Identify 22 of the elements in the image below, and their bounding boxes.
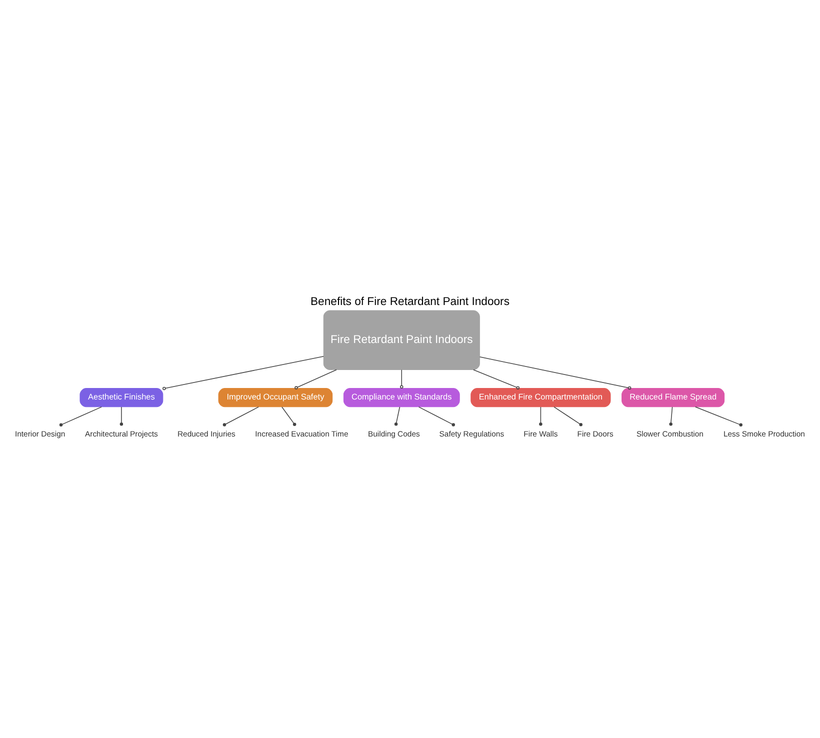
node-box: Compliance with Standards	[343, 388, 460, 408]
connector	[400, 369, 404, 389]
connector	[479, 356, 632, 390]
node-box: Aesthetic Finishes	[80, 388, 164, 408]
connector	[418, 406, 455, 426]
connector	[473, 369, 520, 390]
node-box: Reduced Flame Spread	[622, 388, 725, 408]
connector	[554, 406, 582, 426]
connector	[394, 406, 400, 426]
connector	[162, 356, 324, 390]
node-box: Improved Occupant Safety	[218, 388, 333, 408]
connector	[282, 406, 296, 426]
connector	[120, 406, 124, 426]
node-box: Enhanced Fire Compartmentation	[470, 388, 611, 408]
node-box: Fire Retardant Paint Indoors	[323, 310, 480, 370]
connector	[669, 406, 673, 426]
connector	[222, 406, 259, 426]
connector	[539, 406, 542, 426]
connector	[294, 369, 337, 390]
connector	[59, 406, 102, 426]
connector	[694, 406, 742, 427]
diagram-title: Benefits of Fire Retardant Paint Indoors	[310, 296, 510, 308]
